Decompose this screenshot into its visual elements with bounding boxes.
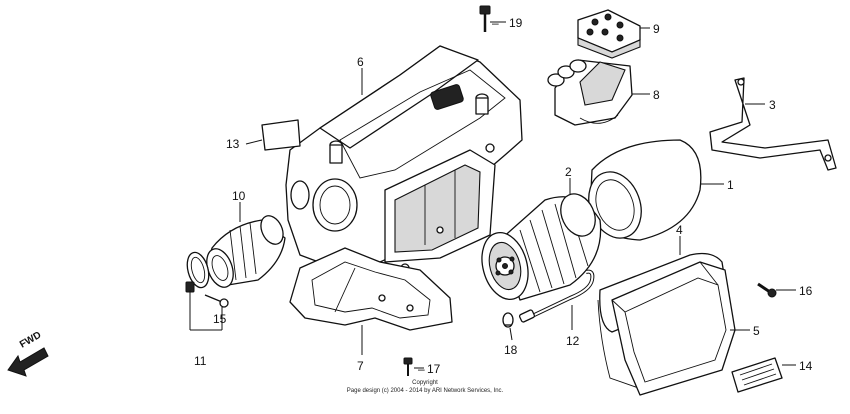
leader-lines [189, 21, 796, 369]
callout-14: 14 [799, 359, 813, 373]
callout-7: 7 [357, 359, 364, 373]
air-cleaner-plate[interactable] [289, 247, 453, 331]
copyright-line-2: Page design (c) 2004 - 2014 by ARI Netwo… [347, 388, 504, 394]
case-bolt[interactable] [479, 5, 491, 32]
rubber-cap[interactable] [577, 9, 641, 59]
callout-5: 5 [753, 324, 760, 338]
air-duct-cover[interactable] [547, 59, 633, 126]
air-cleaner-cover[interactable] [611, 261, 736, 396]
callout-1: 1 [727, 178, 734, 192]
air-cleaner-stay[interactable] [709, 77, 837, 171]
callout-19: 19 [509, 16, 523, 30]
copyright-line-1: Copyright [412, 380, 438, 386]
element-housing[interactable] [580, 139, 702, 246]
drain-tube[interactable] [518, 269, 595, 323]
dash-19: – [492, 16, 499, 30]
callout-17: 17 [427, 362, 441, 376]
callout-2: 2 [565, 165, 572, 179]
callout-8: 8 [653, 88, 660, 102]
callout-9: 9 [653, 22, 660, 36]
band-screw[interactable] [204, 294, 229, 308]
fwd-label: FWD [18, 330, 43, 351]
dash-17: – [418, 362, 425, 376]
callout-4: 4 [676, 223, 683, 237]
callout-6: 6 [357, 55, 364, 69]
plate-screw[interactable] [403, 357, 413, 376]
tube-band[interactable] [184, 250, 213, 293]
callout-3: 3 [769, 98, 776, 112]
callout-11: 11 [194, 354, 207, 368]
callout-16: 16 [799, 284, 813, 298]
caution-label[interactable] [261, 119, 301, 151]
callout-15: 15 [213, 312, 227, 326]
callout-10: 10 [232, 189, 246, 203]
emission-label[interactable] [731, 357, 783, 393]
air-cleaner-case[interactable] [285, 45, 523, 273]
air-cleaner-element[interactable] [475, 188, 602, 304]
connecting-tube[interactable] [202, 212, 288, 291]
callout-12: 12 [566, 334, 580, 348]
callout-13: 13 [226, 137, 240, 151]
tube-clip[interactable] [502, 312, 514, 328]
copyright-notice: Copyright Page design (c) 2004 - 2014 by… [347, 380, 504, 394]
callout-18: 18 [504, 343, 518, 357]
cover-bolt[interactable] [757, 282, 777, 298]
callout-numbers: 1 2 3 4 5 6 7 8 9 10 11 12 13 14 15 16 1… [194, 16, 813, 376]
forward-direction-arrow: FWD [7, 330, 49, 377]
